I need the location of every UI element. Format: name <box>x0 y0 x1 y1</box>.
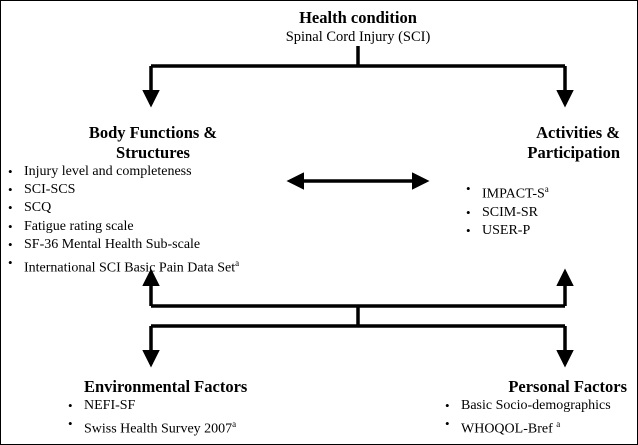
footnote-marker: a <box>232 419 237 430</box>
list-item: USER-P <box>462 222 549 240</box>
list-item-text: SCIM-SR <box>482 204 539 220</box>
health-condition-subtitle: Spinal Cord Injury (SCI) <box>285 29 431 45</box>
list-item: Injury level and completeness <box>4 163 239 181</box>
list-item: SF-36 Mental Health Sub-scale <box>4 236 239 254</box>
list-item: SCIM-SR <box>462 204 549 222</box>
health-condition-title: Health condition <box>299 8 417 27</box>
list-item-text: Injury level and completeness <box>24 164 192 179</box>
list-item-text: Fatigue rating scale <box>24 218 134 234</box>
body-functions-title-line1: Body Functions & <box>88 123 218 142</box>
list-item-text: International SCI Basic Pain Data Set <box>24 260 236 276</box>
activities-title-line2: Participation <box>527 143 620 162</box>
list-item: Swiss Health Survey 2007a <box>64 415 236 439</box>
list-item: SCI-SCS <box>4 181 239 199</box>
list-item-text: Basic Socio-demographics <box>461 398 611 413</box>
list-item-text: WHOQOL-Bref <box>461 421 557 437</box>
list-item-text: SCI-SCS <box>24 182 76 198</box>
list-item: SCQ <box>4 199 239 217</box>
list-item-text: SF-36 Mental Health Sub-scale <box>24 236 201 252</box>
footnote-marker: a <box>556 419 561 430</box>
list-item: WHOQOL-Bref a <box>441 415 611 439</box>
list-item: International SCI Basic Pain Data Seta <box>4 254 239 278</box>
personal-factors-list: Basic Socio-demographicsWHOQOL-Bref a <box>441 397 611 439</box>
list-item-text: USER-P <box>482 223 531 239</box>
list-item: IMPACT-Sa <box>462 180 549 204</box>
list-item: Basic Socio-demographics <box>441 397 611 415</box>
personal-factors-title: Personal Factors <box>508 377 627 396</box>
environmental-factors-title: Environmental Factors <box>84 377 248 396</box>
list-item-text: IMPACT-S <box>482 186 545 202</box>
list-item-text: Swiss Health Survey 2007 <box>84 421 233 437</box>
environmental-factors-list: NEFI-SF Swiss Health Survey 2007a <box>64 397 236 439</box>
list-item: NEFI-SF <box>64 397 236 415</box>
list-item-text: NEFI-SF <box>84 398 136 413</box>
activities-list: IMPACT-SaSCIM-SRUSER-P <box>462 180 549 240</box>
footnote-marker: a <box>544 184 549 194</box>
footnote-marker: a <box>235 258 240 269</box>
body-functions-title-line2: Structures <box>116 143 190 162</box>
list-item: Fatigue rating scale <box>4 218 239 236</box>
list-item-text: SCQ <box>24 200 52 216</box>
body-functions-list: Injury level and completenessSCI-SCS SCQ F… <box>4 163 239 278</box>
activities-title-line1: Activities & <box>536 123 620 142</box>
